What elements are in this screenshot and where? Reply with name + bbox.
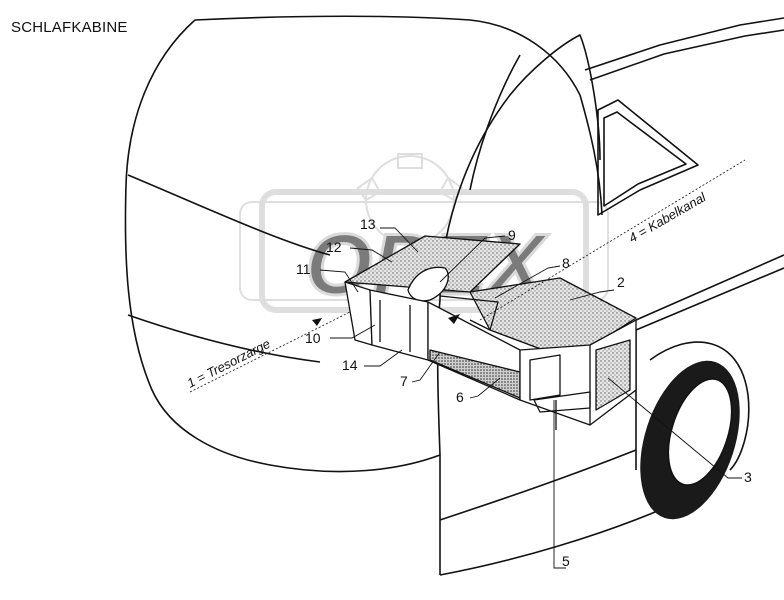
shell-top-edge [194,15,581,96]
callout-3: 3 [744,469,752,485]
tresorzarge-dotted-line [189,311,351,393]
safe-assembly [344,235,637,430]
diagram-title: SCHLAFKABINE [11,19,128,36]
leader-3 [607,377,742,479]
side-window-inner [603,111,687,207]
callout-8: 8 [562,255,570,271]
leader-12 [349,247,393,263]
arrow-icon [312,318,322,326]
body-line-1 [635,254,784,321]
callout-14: 14 [342,357,358,373]
leader-2 [569,289,615,301]
cabin-outline [124,15,784,576]
frame-front [369,289,429,361]
shell-left-edge [124,19,441,473]
leader-10 [330,324,376,339]
frame-left [344,281,373,346]
legend-tresorzarge: 1 = Tresorzarge [185,311,351,393]
callouts: 13 12 11 9 8 2 10 14 7 6 3 5 [296,216,752,569]
kabelkanal-dotted-line [479,159,746,321]
callout-12: 12 [326,239,342,255]
rim [667,378,733,486]
wheel-arch [649,341,750,471]
compartment-fill [595,339,631,411]
shell-crease-upper [127,174,331,256]
callout-11: 11 [296,261,311,277]
body-line-2 [635,267,784,331]
leader-11 [319,269,359,293]
panel-step [439,295,499,331]
legend-kabelkanal-text: 4 = Kabelkanal [626,189,709,246]
frame-posts [379,300,411,352]
arrow-icon [448,314,460,324]
leader-8 [494,265,561,299]
front-panel-bottom [439,509,661,576]
leader-14 [364,349,403,367]
front-panel-crease [439,449,637,521]
callout-13: 13 [360,216,376,232]
compartment-posts [555,345,591,430]
leader-lines [319,227,742,569]
side-wall-edge [579,94,603,216]
callout-7: 7 [400,373,408,389]
shell-crease-lower [127,314,321,363]
shell-inner-curve [469,54,521,191]
side-window-outer [597,99,699,216]
leader-7 [411,351,441,383]
callout-5: 5 [562,553,570,569]
shell-center-curve [439,34,601,301]
callout-6: 6 [456,389,464,405]
leader-6 [469,377,501,399]
callout-10: 10 [305,330,321,346]
callout-9: 9 [508,227,516,243]
callout-2: 2 [617,274,625,290]
leader-13 [380,227,419,253]
wheel [640,341,750,520]
leader-5 [553,400,566,569]
roof-right-lower [589,29,784,81]
leader-9 [439,235,506,283]
roof-right-upper [584,17,784,71]
